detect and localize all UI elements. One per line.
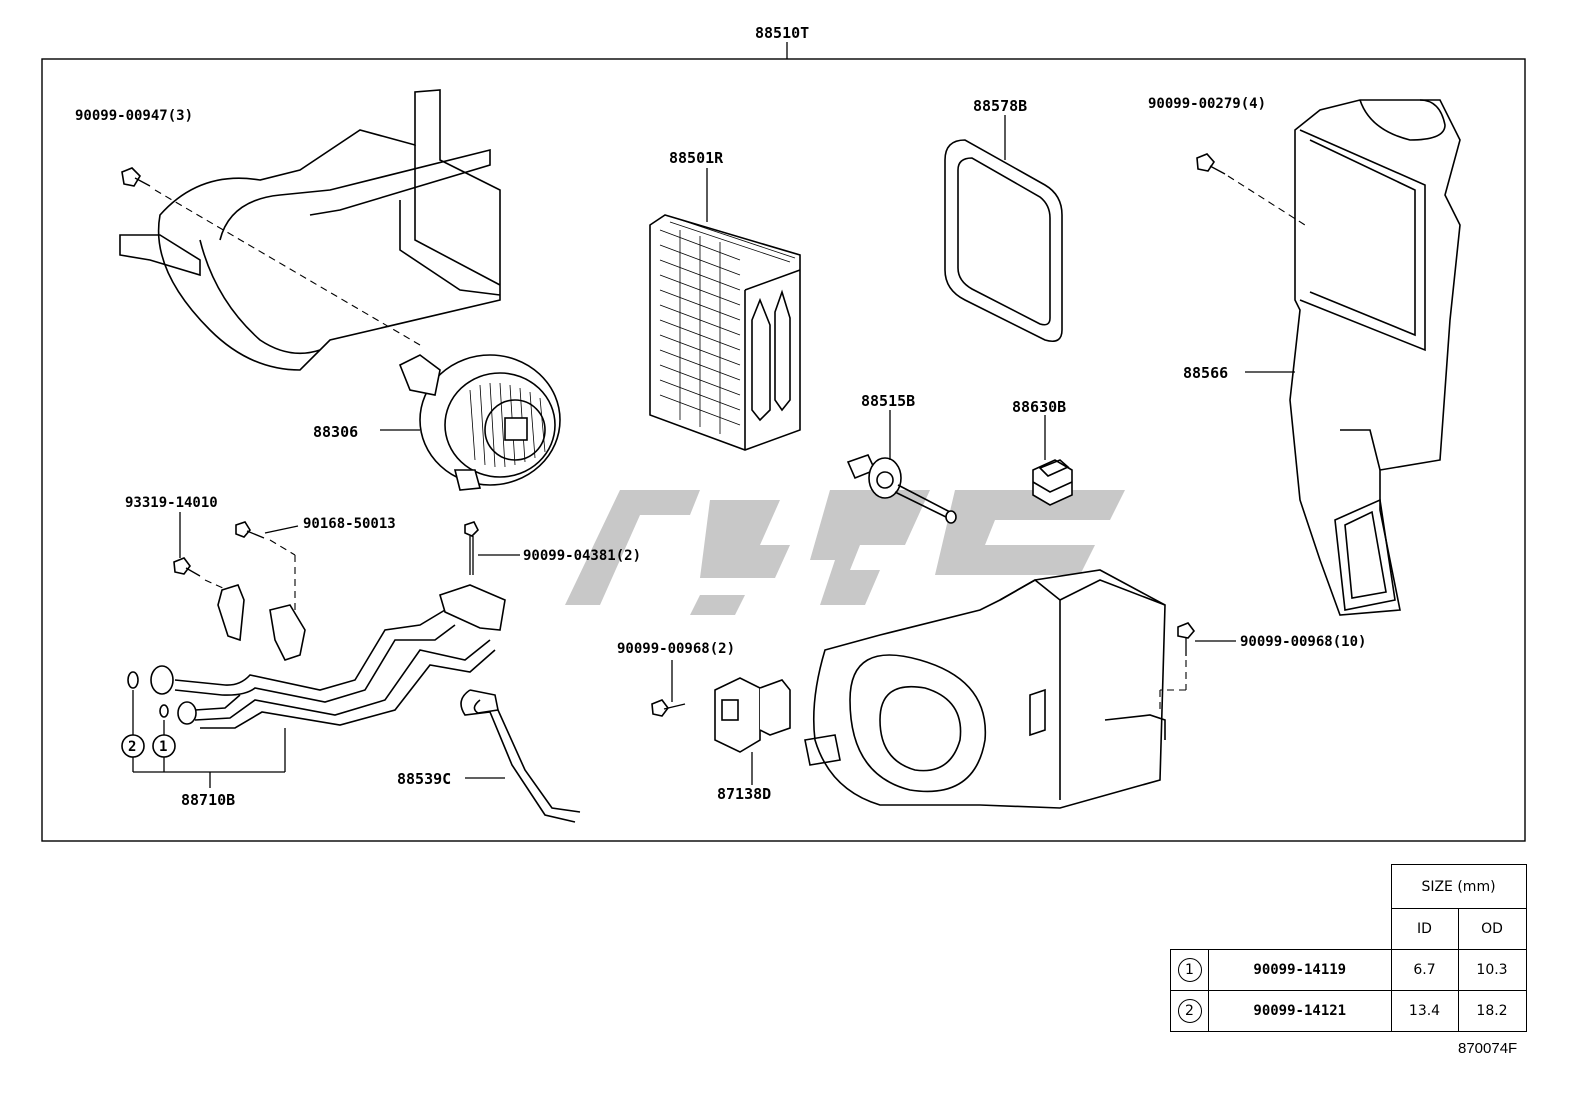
- callout-bolt-00279: 90099-00279(4): [1148, 96, 1266, 112]
- size-table-row: 1 90099-14119 6.7 10.3: [1170, 949, 1527, 991]
- size-table-header: SIZE (mm): [1390, 864, 1527, 909]
- relay: [1032, 459, 1073, 506]
- gasket: [944, 139, 1063, 343]
- o-ring-ref-1: 1: [159, 739, 167, 755]
- callout-gasket: 88578B: [973, 97, 1027, 115]
- assembly-frame: [41, 58, 1526, 842]
- callout-pipe: 88710B: [181, 791, 235, 809]
- blower-motor: [398, 354, 561, 491]
- bolt-icon: [121, 167, 151, 187]
- air-duct: [1289, 99, 1461, 616]
- evaporator: [649, 214, 801, 451]
- watermark-logo: [565, 490, 1125, 615]
- size-table-col-id: ID: [1390, 908, 1459, 950]
- callout-bolt-00968-2: 90099-00968(2): [617, 641, 735, 657]
- callout-screw-50013: 90168-50013: [303, 516, 396, 532]
- size-table-row: 2 90099-14121 13.4 18.2: [1170, 990, 1527, 1032]
- screw-icon: [1177, 622, 1196, 656]
- bolt-icon: [651, 699, 686, 717]
- o-ring-1: [159, 704, 169, 718]
- size-table-col-od: OD: [1457, 908, 1527, 950]
- callout-hose: 88539C: [397, 770, 451, 788]
- expansion-valve: [846, 454, 957, 524]
- refrigerant-pipe: [150, 584, 506, 729]
- callout-duct: 88566: [1183, 364, 1228, 382]
- callout-relay: 88630B: [1012, 398, 1066, 416]
- clip: [269, 604, 306, 661]
- clip: [217, 584, 245, 642]
- bolt-icon: [464, 521, 479, 575]
- size-id: 6.7: [1390, 949, 1459, 991]
- blower-case-lower: [804, 569, 1166, 809]
- o-ring-2: [127, 671, 139, 689]
- size-part-number: 90099-14121: [1208, 990, 1392, 1032]
- callout-evaporator: 88501R: [669, 149, 724, 167]
- blower-resistor: [714, 677, 791, 753]
- bolt-icon: [173, 557, 201, 577]
- size-id: 13.4: [1390, 990, 1459, 1032]
- size-od: 10.3: [1457, 949, 1527, 991]
- callout-resistor: 87138D: [717, 785, 771, 803]
- callout-bolt-00947: 90099-00947(3): [75, 108, 193, 124]
- assembly-label: 88510T: [755, 24, 809, 42]
- callout-bolt-00968-10: 90099-00968(10): [1240, 634, 1366, 650]
- callout-bolt-04381: 90099-04381(2): [523, 548, 641, 564]
- blower-case-upper: [119, 89, 501, 371]
- size-ref-2: 2: [1177, 999, 1202, 1023]
- diagram-code: 870074F: [1458, 1040, 1518, 1057]
- bolt-icon: [1196, 153, 1226, 175]
- callout-blower-motor: 88306: [313, 423, 358, 441]
- size-od: 18.2: [1457, 990, 1527, 1032]
- callout-bolt-14010: 93319-14010: [125, 495, 218, 511]
- callout-valve: 88515B: [861, 392, 915, 410]
- screw-icon: [235, 521, 265, 539]
- size-ref-1: 1: [1177, 958, 1202, 982]
- o-ring-size-table: SIZE (mm) ID OD 1 90099-14119 6.7 10.3 2…: [1170, 864, 1527, 1032]
- size-part-number: 90099-14119: [1208, 949, 1392, 991]
- o-ring-ref-2: 2: [128, 739, 136, 755]
- drain-hose: [460, 689, 581, 823]
